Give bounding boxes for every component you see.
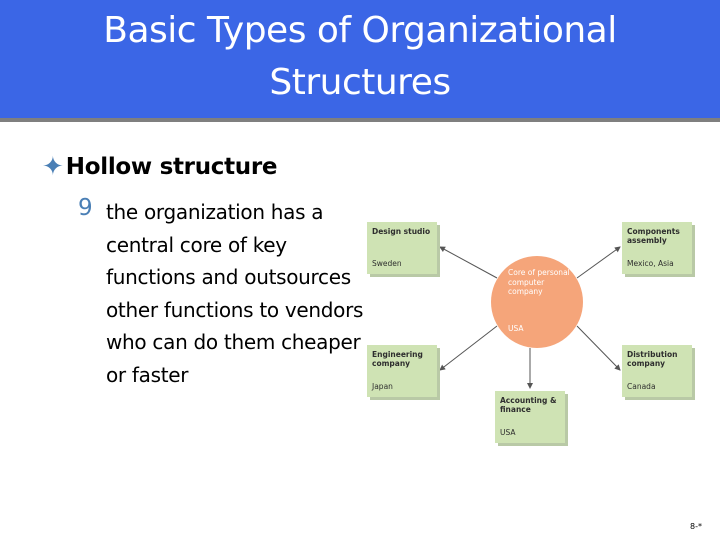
core-circle — [491, 256, 583, 348]
box-title: Design studio — [372, 227, 431, 236]
box-location: Japan — [372, 382, 393, 391]
slide-title-line-2: Structures — [269, 62, 451, 103]
arrow-to-components — [576, 246, 621, 279]
four-point-star-icon: ✦ — [42, 152, 64, 182]
box-title: Engineering company — [372, 350, 423, 368]
arrow-to-design — [439, 246, 498, 279]
box-components-assembly: Components assembly Mexico, Asia — [622, 222, 692, 274]
box-location: Canada — [627, 382, 656, 391]
box-title: Components assembly — [627, 227, 680, 245]
hollow-structure-diagram: Core of personal computer company USA De… — [364, 210, 694, 450]
sub-bullet-text: the organization has a central core of k… — [106, 200, 364, 387]
arrow-to-distribution — [576, 325, 621, 371]
arrow-to-engineering — [439, 325, 498, 371]
title-bar: Basic Types of Organizational Structures — [0, 0, 720, 122]
box-location: USA — [500, 428, 516, 437]
core-location: USA — [508, 324, 524, 333]
box-accounting-finance: Accounting & finance USA — [495, 391, 565, 443]
box-engineering-company: Engineering company Japan — [367, 345, 437, 397]
box-title: Distribution company — [627, 350, 678, 368]
box-title: Accounting & finance — [500, 396, 557, 414]
bullet-heading: Hollow structure — [65, 154, 278, 180]
bullet-point: ✦ Hollow structure — [42, 152, 278, 182]
slide-title-line-1: Basic Types of Organizational — [103, 10, 617, 51]
page-number: 8-* — [690, 522, 702, 531]
box-location: Mexico, Asia — [627, 259, 674, 268]
core-title: Core of personal computer company — [508, 268, 570, 296]
box-location: Sweden — [372, 259, 402, 268]
sub-bullet-marker: 9 — [78, 195, 93, 221]
diagram-connectors — [439, 246, 621, 389]
box-distribution-company: Distribution company Canada — [622, 345, 692, 397]
box-design-studio: Design studio Sweden — [367, 222, 437, 274]
